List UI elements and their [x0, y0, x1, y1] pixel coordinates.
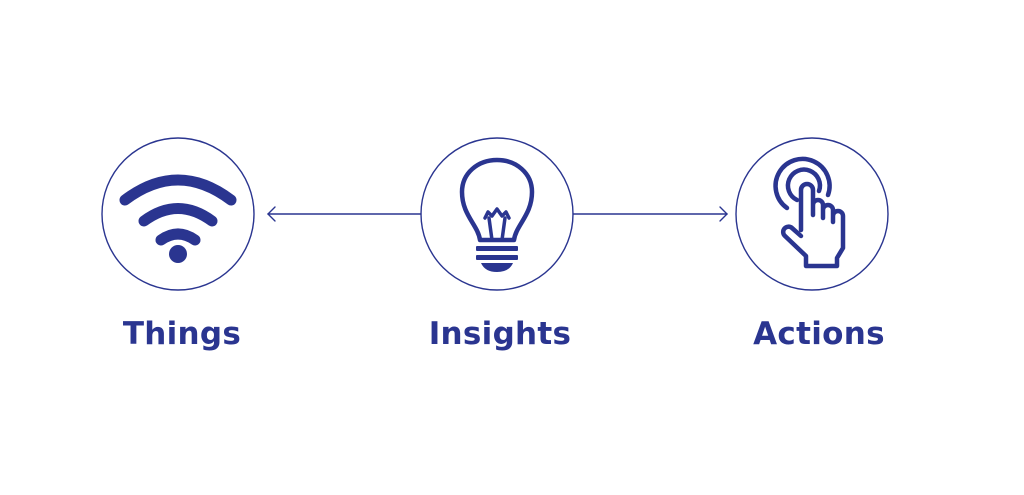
- things-label: Things: [122, 316, 242, 352]
- things-circle: [101, 137, 255, 291]
- wifi-icon: [119, 174, 237, 246]
- actions-label: Actions: [753, 316, 885, 352]
- hand-tap-icon: [773, 156, 846, 269]
- arrow-to-actions: [572, 206, 728, 222]
- wifi-dot: [169, 245, 187, 263]
- lightbulb-icon: [459, 157, 535, 243]
- lightbulb-base: [476, 246, 518, 272]
- arrow-to-things: [267, 206, 422, 222]
- insights-label: Insights: [428, 316, 572, 352]
- actions-circle: [735, 137, 889, 291]
